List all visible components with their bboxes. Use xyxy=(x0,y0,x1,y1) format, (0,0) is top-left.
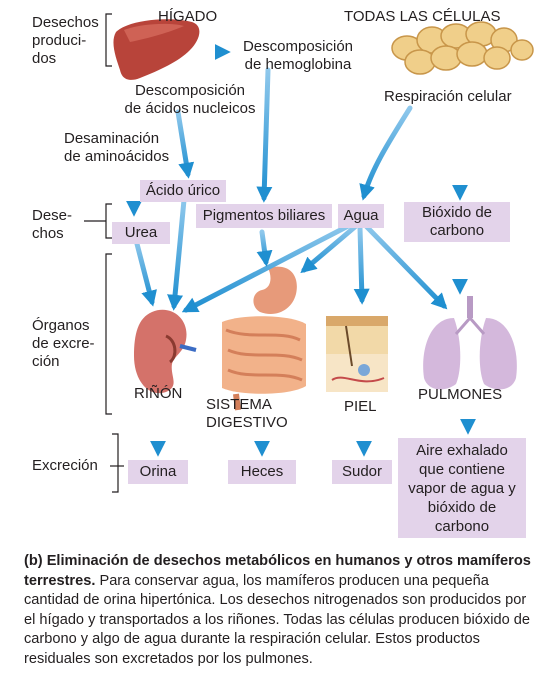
organ-digestive-label: SISTEMA DIGESTIVO xyxy=(206,396,288,431)
process-hemoglobin: Descomposición de hemoglobina xyxy=(242,38,354,73)
waste-urea: Urea xyxy=(112,222,170,244)
source-all-cells: TODAS LAS CÉLULAS xyxy=(344,8,501,25)
row-label-produced: Desechos produci- dos xyxy=(32,14,99,67)
waste-uric-acid: Ácido úrico xyxy=(140,180,226,202)
skin-illustration xyxy=(326,316,388,392)
product-exhaled-air: Aire exhalado que contiene vapor de agua… xyxy=(398,438,526,538)
digestive-illustration xyxy=(222,266,306,411)
product-feces: Heces xyxy=(228,460,296,484)
waste-carbon-dioxide: Bióxido de carbono xyxy=(404,202,510,242)
product-urine: Orina xyxy=(128,460,188,484)
organ-kidney-label: RIÑÓN xyxy=(134,385,183,402)
caption-body: Para conservar agua, los mamíferos produ… xyxy=(24,572,530,667)
process-respiration: Respiración celular xyxy=(384,88,512,105)
figure-caption: (b) Eliminación de desechos metabólicos … xyxy=(24,552,534,670)
row-label-organs: Órganos de excre- ción xyxy=(32,317,95,370)
row-label-wastes: Dese- chos xyxy=(32,207,73,242)
organ-skin-label: PIEL xyxy=(344,398,377,415)
kidney-illustration xyxy=(134,309,197,394)
product-sweat: Sudor xyxy=(332,460,392,484)
flow-arrows xyxy=(125,43,477,457)
cells-illustration xyxy=(391,21,534,75)
waste-bile-pigments: Pigmentos biliares xyxy=(196,204,332,228)
waste-water: Agua xyxy=(338,204,384,228)
process-deamination: Desaminación de aminoácidos xyxy=(64,130,170,165)
liver-illustration xyxy=(113,19,200,80)
source-liver: HÍGADO xyxy=(158,8,218,25)
lungs-illustration xyxy=(423,296,517,390)
organ-lungs-label: PULMONES xyxy=(418,386,503,403)
row-brackets xyxy=(84,13,124,493)
row-label-excretion: Excreción xyxy=(32,457,98,474)
caption-title: (b) Eliminación de desechos metabólicos … xyxy=(24,553,531,589)
process-nucleic-acids: Descomposición de ácidos nucleicos xyxy=(124,82,256,117)
